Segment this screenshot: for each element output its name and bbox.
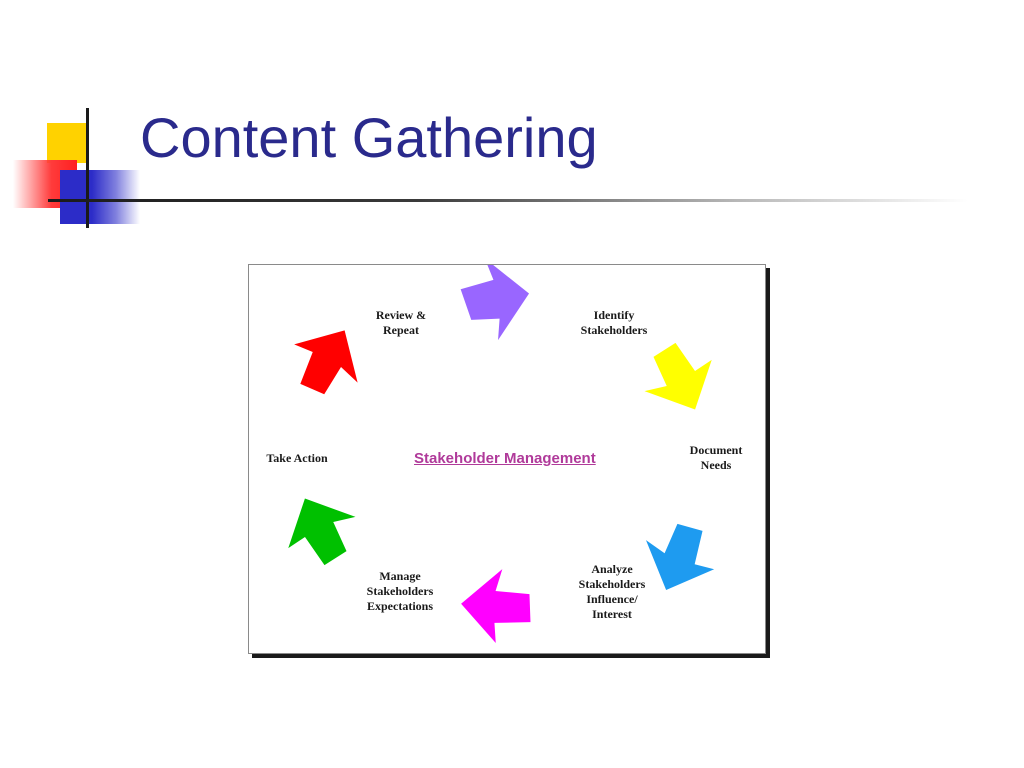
arrow-purple-icon: [460, 265, 530, 341]
stakeholder-cycle-diagram: Identify Stakeholders Document Needs Ana…: [248, 264, 766, 654]
logo-vertical-line: [86, 108, 89, 228]
arrow-red-icon: [294, 330, 358, 395]
step-review-repeat: Review & Repeat: [375, 308, 427, 337]
step-identify-stakeholders: Identify Stakeholders: [580, 308, 648, 337]
arrow-blue-shape: [645, 523, 715, 591]
slide-title: Content Gathering: [140, 106, 598, 169]
arrow-blue-icon: [645, 523, 715, 591]
arrow-magenta-icon: [461, 569, 531, 643]
arrow-yellow-icon: [644, 342, 712, 410]
step-document-needs: Document Needs: [689, 443, 743, 472]
arrow-purple-shape: [460, 265, 530, 341]
logo-yellow-square: [47, 123, 87, 163]
arrow-magenta-shape: [461, 569, 531, 643]
step-take-action: Take Action: [266, 451, 328, 465]
arrow-red-shape: [294, 330, 358, 395]
logo-blue-square: [60, 170, 140, 224]
title-underline: [48, 199, 968, 202]
arrow-yellow-shape: [644, 342, 712, 410]
arrow-green-shape: [288, 498, 356, 566]
step-manage-expectations: Manage Stakeholders Expectations: [366, 569, 434, 613]
center-label: Stakeholder Management: [414, 450, 596, 467]
arrow-green-icon: [288, 498, 356, 566]
step-analyze-stakeholders: Analyze Stakeholders Influence/ Interest: [578, 562, 646, 621]
diagram-canvas: [288, 265, 715, 643]
